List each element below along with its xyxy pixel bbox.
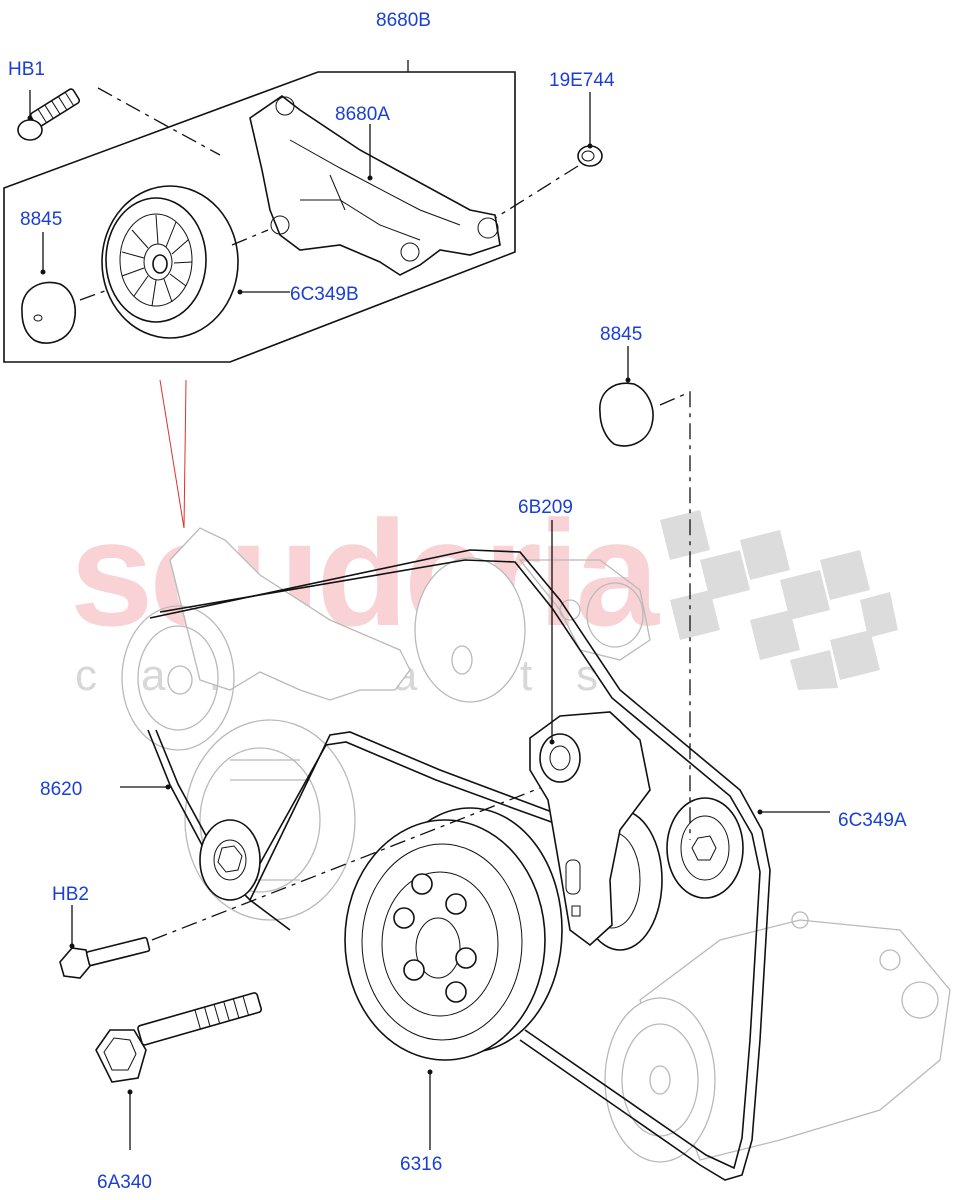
bolt-6a340	[95, 992, 263, 1150]
callout-6c349a: 6C349A	[838, 810, 907, 831]
alternator-pulley	[199, 819, 261, 901]
callout-6b209: 6B209	[518, 497, 573, 518]
hb2-bolt	[59, 787, 541, 979]
ghosted-engine-background	[121, 527, 951, 1163]
callout-8620: 8620	[40, 779, 82, 800]
callout-6316: 6316	[400, 1154, 442, 1175]
callout-8845-top: 8845	[20, 209, 62, 230]
callout-hb2: HB2	[52, 884, 89, 905]
hb1-bolt	[17, 87, 221, 156]
drive-belt-6c349a	[149, 549, 830, 1181]
idler-pulley-right	[666, 797, 744, 899]
callout-labels: 8680B HB1 19E744 8680A 8845 6C349B 8845 …	[8, 10, 907, 1193]
locator-lines	[159, 379, 187, 529]
belt-tensioner-6b209	[529, 520, 663, 951]
crankshaft-pulley-6316	[344, 807, 563, 1150]
callout-8845-right: 8845	[600, 324, 642, 345]
callout-8680a: 8680A	[335, 104, 390, 125]
dust-cap-8845-top	[21, 232, 136, 344]
idler-pulley-6c349b	[101, 185, 290, 339]
idler-bracket-8680a	[249, 95, 501, 276]
callout-19e744: 19E744	[549, 70, 615, 91]
callout-8680b: 8680B	[376, 10, 431, 31]
checkered-flag-icon	[660, 510, 898, 690]
callout-6c349b: 6C349B	[290, 284, 359, 305]
callout-6a340: 6A340	[97, 1172, 152, 1193]
bushing-19e744	[491, 92, 603, 221]
callout-hb1: HB1	[8, 59, 45, 80]
dust-cap-8845-right	[599, 346, 691, 840]
drive-belt-8620	[120, 729, 601, 931]
idler-bracket-kit-box	[3, 60, 516, 363]
